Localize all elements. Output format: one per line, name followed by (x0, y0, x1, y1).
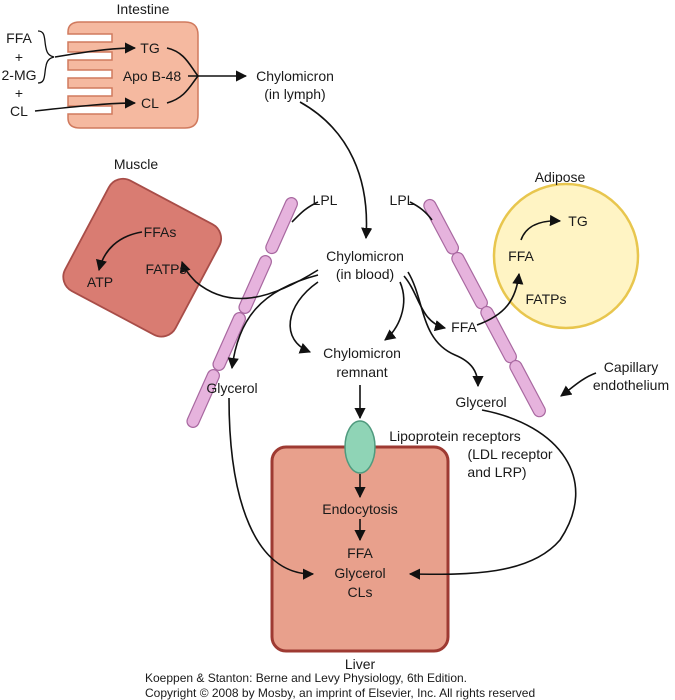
arrow-cl-to-cl (34, 97, 137, 112)
intestine-shape (67, 21, 199, 129)
lipoprotein-receptor (344, 420, 376, 474)
arrows (34, 42, 597, 580)
capillary-segment (423, 198, 460, 255)
capillary-segment (212, 312, 246, 371)
arrow-blood-to-glycerol-right (407, 271, 484, 388)
adipose-fatps: FATPs (526, 291, 567, 307)
intestine-cl: CL (141, 95, 159, 111)
remnant-2: remnant (336, 364, 387, 380)
arrow-glycerol-left-to-liver (228, 397, 315, 580)
lpl-right: LPL (390, 192, 415, 208)
liver-title: Liver (345, 656, 376, 672)
capillary-pointer (560, 372, 597, 397)
arrow-adipose-ffa-to-tg (520, 214, 562, 241)
arrow-blood-to-remnant-right (384, 281, 405, 341)
intestine-title: Intestine (117, 1, 170, 17)
lpl-left: LPL (313, 192, 338, 208)
credit-line-1: Koeppen & Stanton: Berne and Levy Physio… (145, 671, 467, 685)
muscle-title: Muscle (114, 156, 159, 172)
input-brace (37, 30, 55, 84)
intestine-tg: TG (140, 40, 159, 56)
adipose-cell (492, 182, 640, 330)
capillary-2: endothelium (593, 377, 669, 393)
chylomicron-blood-2: (in blood) (336, 266, 394, 282)
capillary-segment (451, 251, 488, 310)
muscle-atp: ATP (87, 274, 113, 290)
intestine-cell (67, 21, 199, 129)
arrow-lymph-to-blood (299, 101, 373, 240)
chylomicron-lymph-2: (in lymph) (264, 86, 325, 102)
arrow-glycerol-right-to-liver (408, 409, 577, 580)
muscle-ffas: FFAs (144, 224, 177, 240)
arrow-ffa-to-adipose (476, 272, 524, 326)
capillary-segment (238, 255, 272, 314)
arrow-ffas-to-atp (96, 231, 143, 272)
arrow-tg-merge (166, 47, 199, 77)
chylomicron-blood-1: Chylomicron (326, 248, 404, 264)
input-cl: CL (10, 103, 28, 119)
adipose-title: Adipose (535, 169, 586, 185)
glycerol-right: Glycerol (455, 394, 506, 410)
muscle-fatps: FATPs (146, 261, 187, 277)
capillary-right (423, 198, 546, 418)
adipose-tg: TG (568, 213, 587, 229)
intestine-apo: Apo B-48 (123, 68, 182, 84)
receptors-2: (LDL receptor (467, 446, 552, 462)
arrow-blood-to-remnant-left (289, 281, 319, 354)
liver-ffa: FFA (347, 545, 373, 561)
ffa-mid: FFA (451, 319, 477, 335)
chylomicron-lymph-1: Chylomicron (256, 68, 334, 84)
glycerol-left: Glycerol (206, 380, 257, 396)
liver-glycerol: Glycerol (334, 565, 385, 581)
receptors-1: Lipoprotein receptors (389, 428, 521, 444)
remnant-1: Chylomicron (323, 345, 401, 361)
lpl-left-pointer (291, 201, 319, 223)
liver-cls: CLs (348, 584, 373, 600)
input-plus-2: + (15, 85, 23, 101)
input-ffa: FFA (6, 30, 32, 46)
lpl-right-pointer (409, 201, 433, 221)
arrow-blood-to-glycerol-left (227, 274, 319, 370)
liver-endocytosis: Endocytosis (322, 501, 397, 517)
arrow-cl-merge (166, 75, 199, 104)
arrow-ffa-to-tg (54, 42, 137, 58)
credit-line-2: Copyright © 2008 by Mosby, an imprint of… (145, 686, 535, 700)
capillary-segment (186, 369, 220, 428)
capillary-segment (509, 359, 546, 418)
adipose-ffa: FFA (508, 248, 534, 264)
input-plus-1: + (15, 49, 23, 65)
capillary-1: Capillary (604, 359, 658, 375)
input-2mg: 2-MG (2, 67, 37, 83)
receptors-3: and LRP) (467, 464, 526, 480)
capillary-segment (265, 197, 298, 255)
arrow-blood-to-ffa (403, 275, 447, 332)
muscle-cell (62, 177, 222, 338)
